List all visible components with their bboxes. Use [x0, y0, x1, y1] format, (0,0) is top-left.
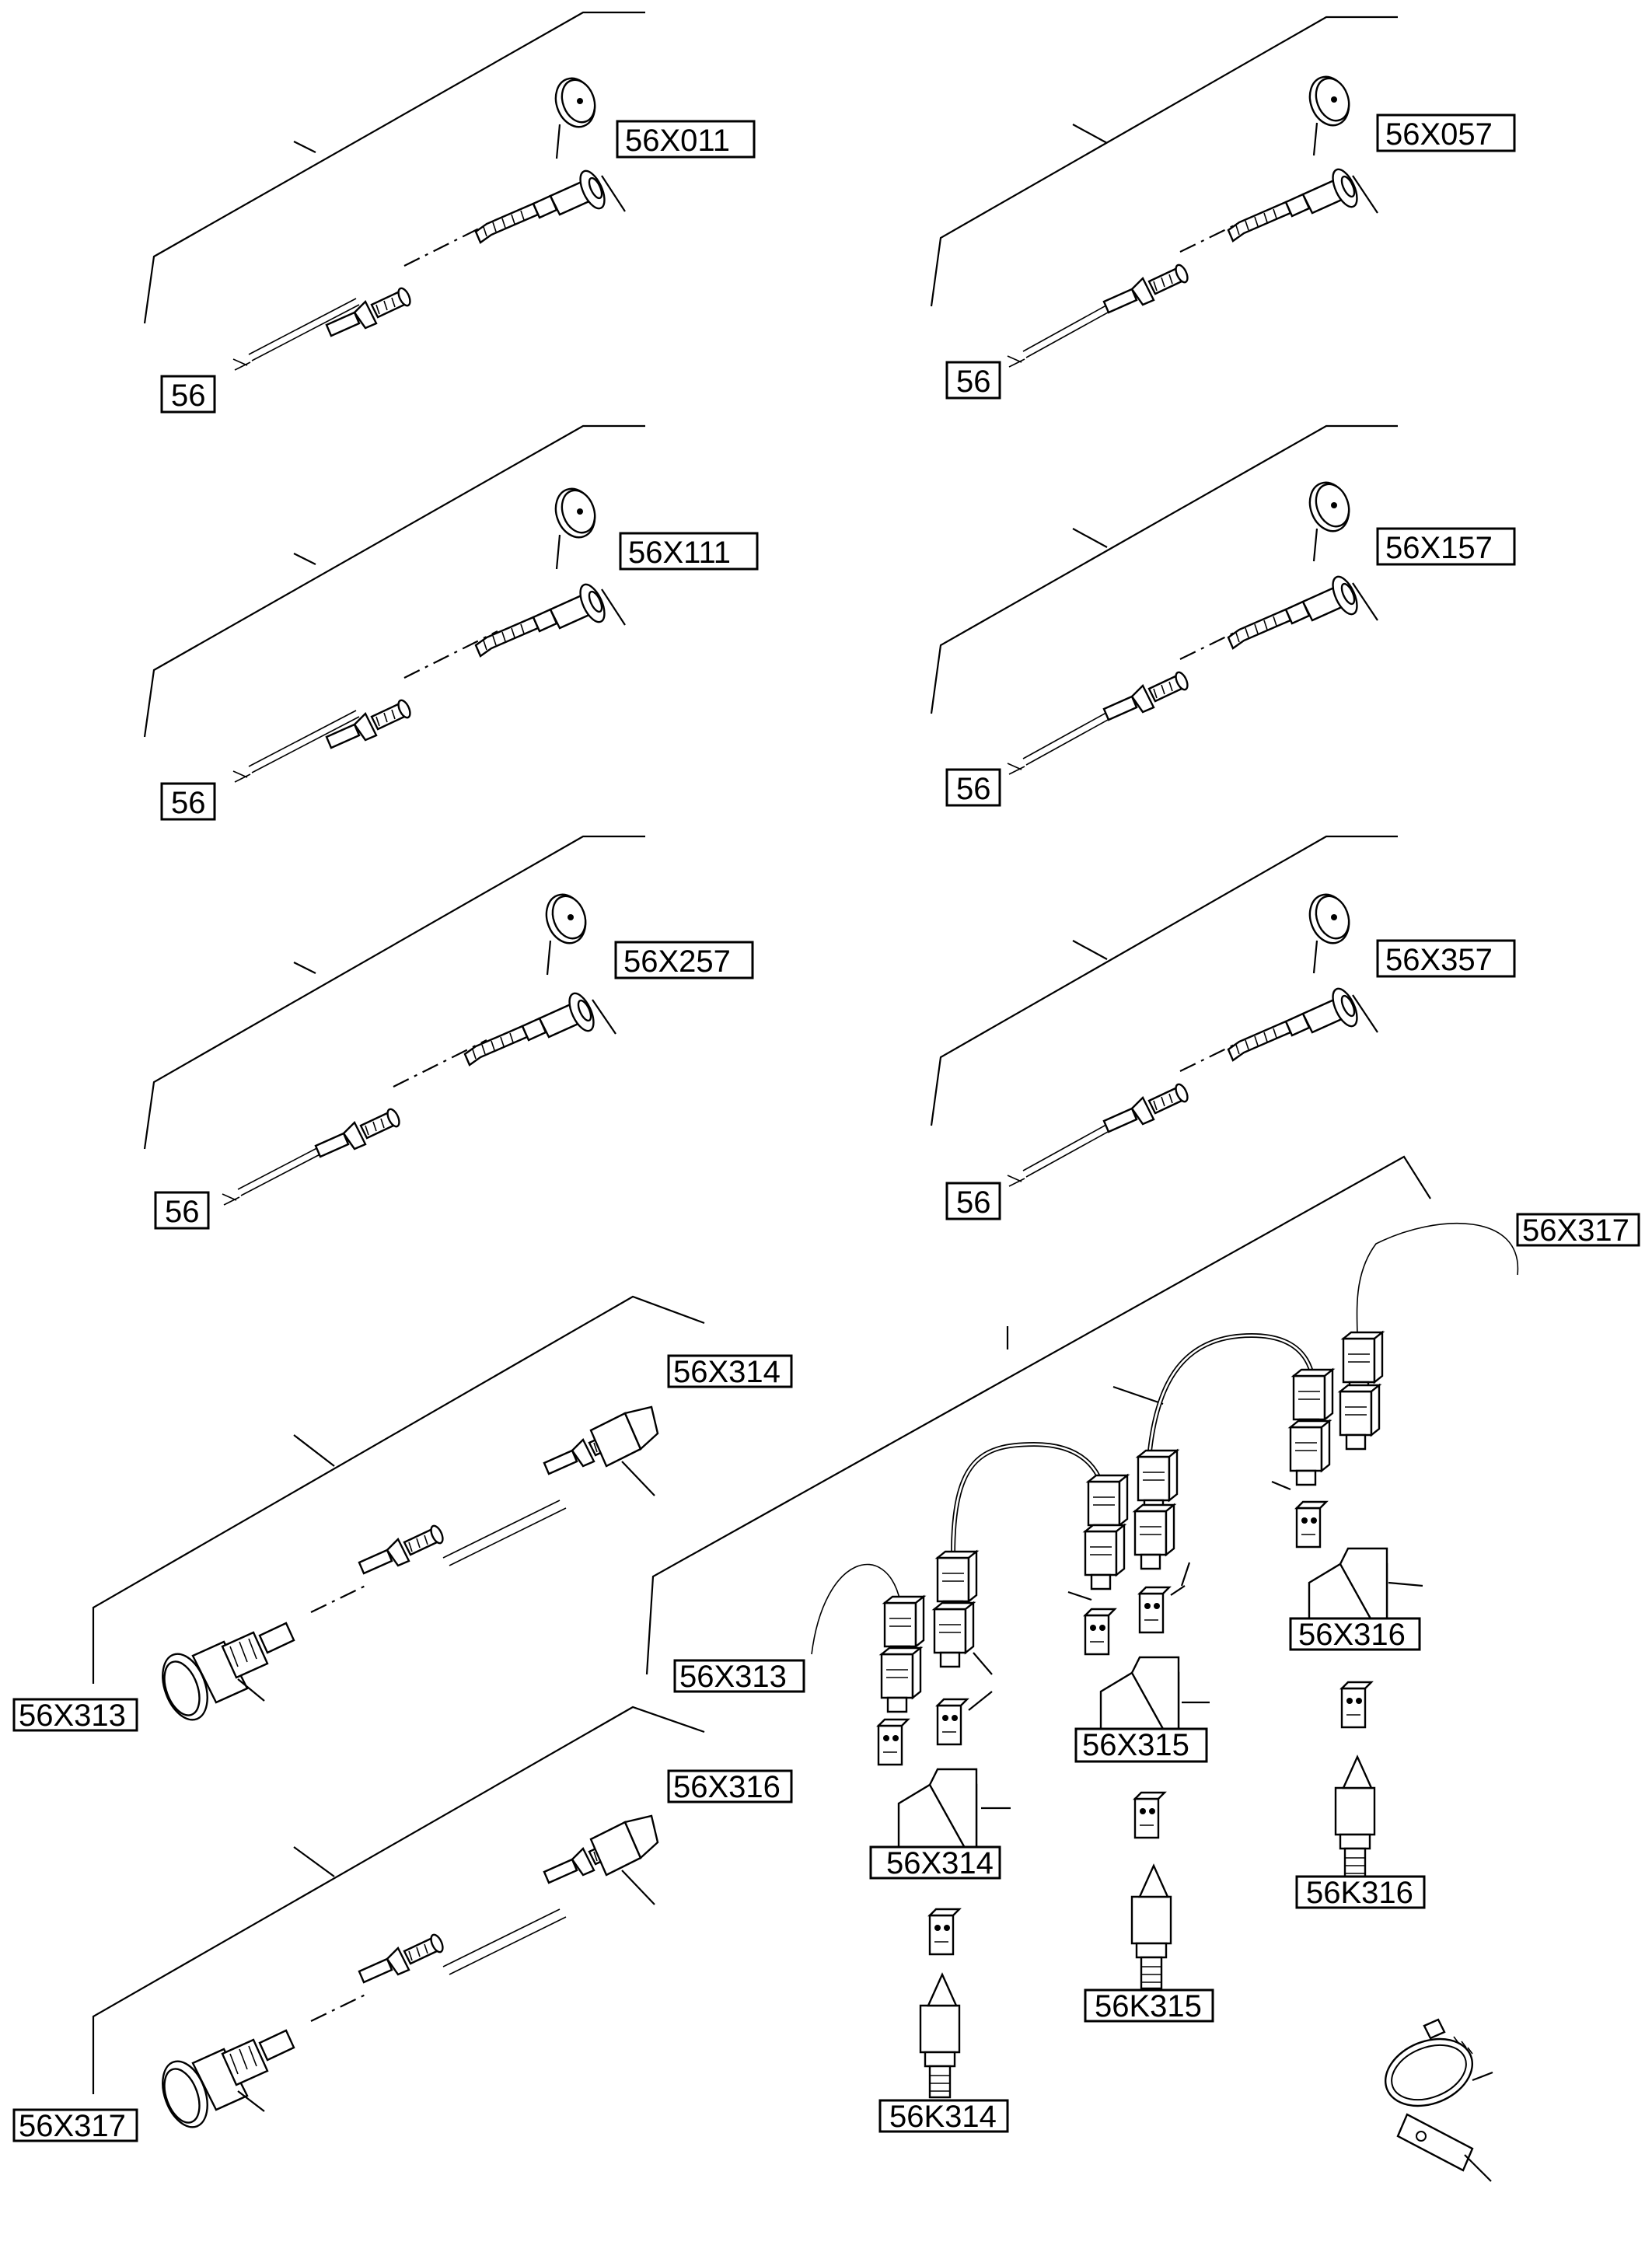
assembly-56x057: 56X057 56	[930, 16, 1516, 400]
svg-text:56X157: 56X157	[1385, 531, 1493, 565]
label-56x057: 56X057	[1376, 113, 1516, 152]
svg-text:56X316: 56X316	[673, 1770, 781, 1804]
svg-text:56X111: 56X111	[628, 536, 731, 570]
svg-text:56X011: 56X011	[625, 124, 730, 158]
svg-text:56X357: 56X357	[1385, 943, 1493, 977]
label-56x313-left: 56X313	[12, 1698, 138, 1733]
svg-text:56X313: 56X313	[19, 1699, 126, 1733]
assembly-56x011: 56X011 56	[143, 11, 756, 414]
svg-text:56X317: 56X317	[1522, 1213, 1629, 1248]
label-56x314-top: 56X314	[667, 1354, 793, 1389]
svg-text:56X317: 56X317	[19, 2109, 126, 2143]
label-56x316-group: 56X316	[1289, 1617, 1421, 1652]
assembly-56x357: 56X357 56	[930, 835, 1516, 1220]
label-56x011: 56X011	[616, 120, 756, 159]
connector-group: 56X317 56X313	[645, 1155, 1640, 2134]
svg-text:56: 56	[165, 1195, 200, 1229]
label-56x357: 56X357	[1376, 939, 1516, 978]
svg-text:56X257: 56X257	[623, 944, 731, 979]
svg-text:56: 56	[171, 379, 206, 413]
svg-text:56X314: 56X314	[886, 1846, 994, 1880]
svg-text:56: 56	[956, 772, 991, 806]
svg-text:56: 56	[956, 1185, 991, 1220]
label-wire-56-c: 56	[160, 782, 216, 821]
svg-text:56K316: 56K316	[1306, 1876, 1413, 1910]
svg-text:56X057: 56X057	[1385, 117, 1493, 152]
label-wire-56-e: 56	[154, 1191, 210, 1230]
label-wire-56-f: 56	[945, 1182, 1001, 1220]
label-56x257: 56X257	[614, 941, 754, 979]
label-56x316-top: 56X316	[667, 1769, 793, 1804]
label-56x314-group: 56X314	[869, 1845, 1001, 1880]
assembly-56x157: 56X157 56	[930, 424, 1516, 807]
label-56k316: 56K316	[1295, 1875, 1426, 1910]
svg-text:56: 56	[171, 786, 206, 820]
svg-text:56X313: 56X313	[679, 1660, 787, 1694]
label-wire-56-d: 56	[945, 768, 1001, 807]
svg-text:56K315: 56K315	[1095, 1989, 1202, 2023]
label-wire-56-b: 56	[945, 361, 1001, 400]
label-56x317-group: 56X317	[1516, 1213, 1640, 1248]
harness-56x313-56x314: 56X314 56X313	[12, 1295, 793, 1733]
label-56x313-group: 56X313	[673, 1659, 805, 1694]
label-56x317-left: 56X317	[12, 2108, 138, 2143]
harness-56x316-56x317: 56X316 56X317	[12, 1706, 793, 2143]
label-56k315: 56K315	[1084, 1988, 1214, 2023]
svg-text:56K314: 56K314	[889, 2100, 997, 2134]
svg-text:56: 56	[956, 365, 991, 399]
label-56k314: 56K314	[878, 2099, 1009, 2134]
label-wire-56-a: 56	[160, 375, 216, 414]
label-56x157: 56X157	[1376, 527, 1516, 566]
label-56x315-group: 56X315	[1074, 1727, 1208, 1763]
svg-text:56X315: 56X315	[1082, 1728, 1189, 1762]
assembly-56x111: 56X111 56	[143, 424, 759, 821]
label-56x111: 56X111	[619, 532, 759, 571]
cable-tie	[1384, 2018, 1493, 2107]
svg-text:56X314: 56X314	[673, 1355, 781, 1389]
svg-text:56X316: 56X316	[1298, 1618, 1406, 1652]
tag-plate	[1396, 2113, 1492, 2182]
assembly-56x257: 56X257 56	[143, 835, 754, 1230]
